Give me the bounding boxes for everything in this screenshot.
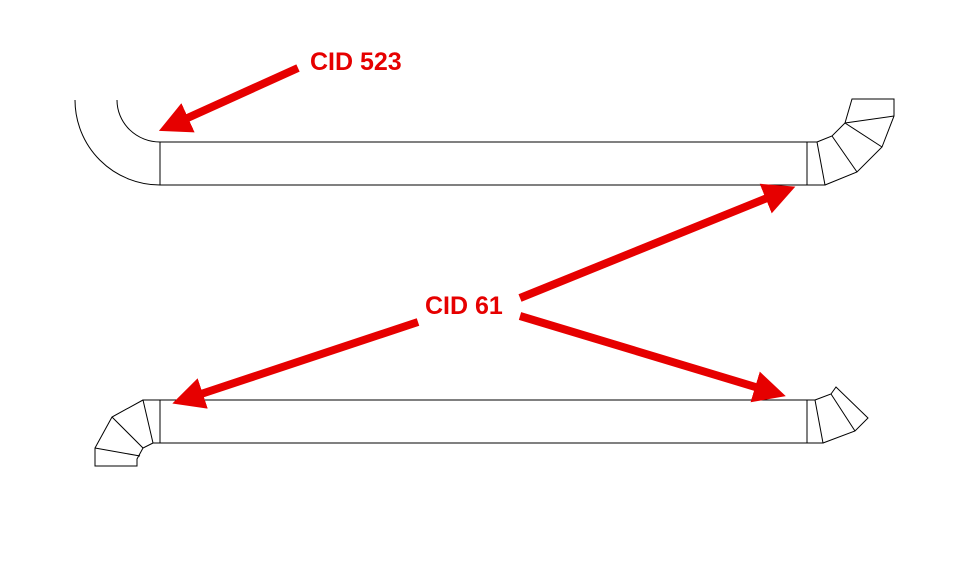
label-cid-523: CID 523 [310,48,402,76]
lower-duct [159,399,808,444]
lower-right-segmented-elbow [807,386,869,444]
lower-left-segmented-elbow [94,399,160,467]
label-cid-61: CID 61 [425,292,503,320]
arrow-cid-523 [158,64,300,133]
upper-duct [159,141,808,186]
upper-right-segmented-elbow [807,98,895,186]
arrow-cid-61-lower-left [172,318,420,409]
upper-left-radius-elbow [74,99,161,186]
arrow-cid-61-upper-right [518,183,796,302]
arrow-cid-61-lower-right [518,312,786,403]
